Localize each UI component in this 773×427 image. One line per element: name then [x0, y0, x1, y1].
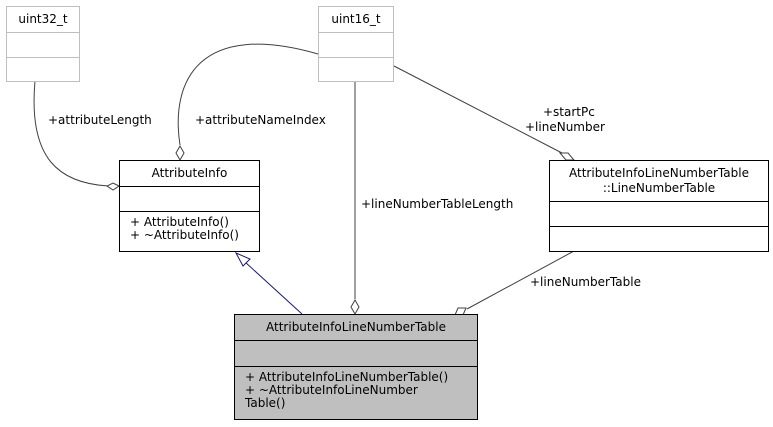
- class-uint16-t: uint16_t: [318, 6, 394, 82]
- edge-start-pc-line-number: [393, 65, 563, 154]
- method-destructor: + ~AttributeInfo(): [130, 228, 239, 242]
- attributes-section: [319, 32, 393, 57]
- label-attribute-length: +attributeLength: [48, 113, 152, 127]
- method-destructor-continued: Table(): [245, 396, 286, 410]
- methods-section: + AttributeInfoLineNumberTable() + ~Attr…: [235, 366, 477, 419]
- class-name-line-1: AttributeInfoLineNumberTable: [569, 166, 749, 180]
- methods-section: [319, 57, 393, 81]
- class-name: uint32_t: [18, 12, 68, 26]
- label-attribute-name-index: +attributeNameIndex: [195, 113, 326, 127]
- class-line-number-table: AttributeInfoLineNumberTable ::LineNumbe…: [549, 160, 769, 252]
- inheritance-arrow: [234, 251, 251, 267]
- class-name: uint16_t: [331, 12, 381, 26]
- methods-section: + AttributeInfo() + ~AttributeInfo(): [120, 211, 259, 251]
- label-start-pc: +startPc: [543, 105, 595, 119]
- methods-section: [550, 226, 768, 251]
- class-name: AttributeInfoLineNumberTable: [266, 320, 446, 334]
- label-line-number-table: +lineNumberTable: [530, 275, 641, 289]
- label-line-number: +lineNumber: [525, 120, 605, 134]
- aggregation-diamond-attribute-name-index: [175, 144, 185, 162]
- class-uint32-t: uint32_t: [6, 6, 80, 82]
- aggregation-diamond-attribute-length: [106, 182, 120, 191]
- attributes-section: [7, 32, 79, 57]
- methods-section: [7, 57, 79, 81]
- edge-attribute-length: [33, 80, 109, 187]
- class-name-line-2: ::LineNumberTable: [602, 181, 716, 195]
- aggregation-diamond-start-pc: [558, 152, 576, 161]
- class-name: AttributeInfo: [151, 166, 228, 180]
- aggregation-diamond-line-number-table-length: [350, 298, 360, 316]
- edge-inheritance: [244, 261, 303, 315]
- edge-line-number-table: [466, 250, 575, 310]
- attributes-section: [550, 201, 768, 226]
- edge-attribute-name-index: [177, 43, 319, 146]
- method-constructor: + AttributeInfoLineNumberTable(): [245, 370, 449, 384]
- method-constructor: + AttributeInfo(): [130, 215, 229, 229]
- label-line-number-table-length: +lineNumberTableLength: [361, 197, 514, 211]
- method-destructor: + ~AttributeInfoLineNumber: [245, 383, 418, 397]
- attributes-section: [120, 186, 259, 211]
- class-attribute-info-line-number-table: AttributeInfoLineNumberTable + Attribute…: [234, 314, 478, 420]
- class-name: AttributeInfoLineNumberTable ::LineNumbe…: [550, 161, 768, 201]
- attributes-section: [235, 340, 477, 366]
- class-attribute-info: AttributeInfo + AttributeInfo() + ~Attri…: [119, 160, 260, 252]
